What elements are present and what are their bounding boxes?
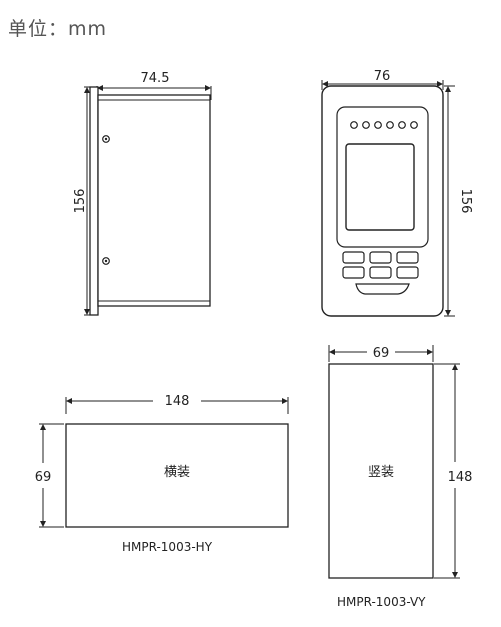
h-cutout-rect	[65, 423, 289, 528]
front-height-label: 156	[458, 189, 473, 214]
led-icon	[386, 121, 394, 129]
v-width-label: 69	[373, 346, 390, 361]
side-body	[97, 94, 211, 307]
led-icon	[374, 121, 382, 129]
long-key-button	[355, 283, 410, 295]
v-cutout-rect	[328, 363, 434, 579]
side-view: 74.5 156	[73, 71, 212, 316]
side-width-label: 74.5	[141, 71, 170, 86]
horizontal-mount: 148 69 横装	[35, 394, 289, 528]
led-icon	[410, 121, 418, 129]
v-center-label: 竖装	[368, 465, 394, 480]
h-model-caption: HMPR-1003-HY	[122, 540, 213, 554]
h-width-label: 148	[165, 394, 190, 409]
v-height-label: 148	[448, 470, 473, 485]
key-button	[396, 266, 419, 279]
keypad	[342, 251, 419, 295]
key-button	[369, 251, 392, 264]
key-button	[342, 266, 365, 279]
vertical-mount: 69 148 竖装	[328, 345, 473, 579]
h-height-label: 69	[35, 470, 52, 485]
led-icon	[398, 121, 406, 129]
led-indicators	[350, 121, 418, 129]
led-icon	[350, 121, 358, 129]
key-button	[342, 251, 365, 264]
side-height-label: 156	[73, 189, 88, 214]
v-model-caption: HMPR-1003-VY	[337, 595, 426, 609]
led-icon	[362, 121, 370, 129]
key-button	[369, 266, 392, 279]
side-flange	[89, 86, 99, 316]
key-button	[396, 251, 419, 264]
h-center-label: 横装	[164, 465, 190, 480]
front-width-label: 76	[374, 69, 391, 84]
front-view: 76 156	[321, 69, 473, 317]
unit-label: 单位：mm	[8, 18, 108, 40]
lcd-display	[345, 143, 415, 231]
